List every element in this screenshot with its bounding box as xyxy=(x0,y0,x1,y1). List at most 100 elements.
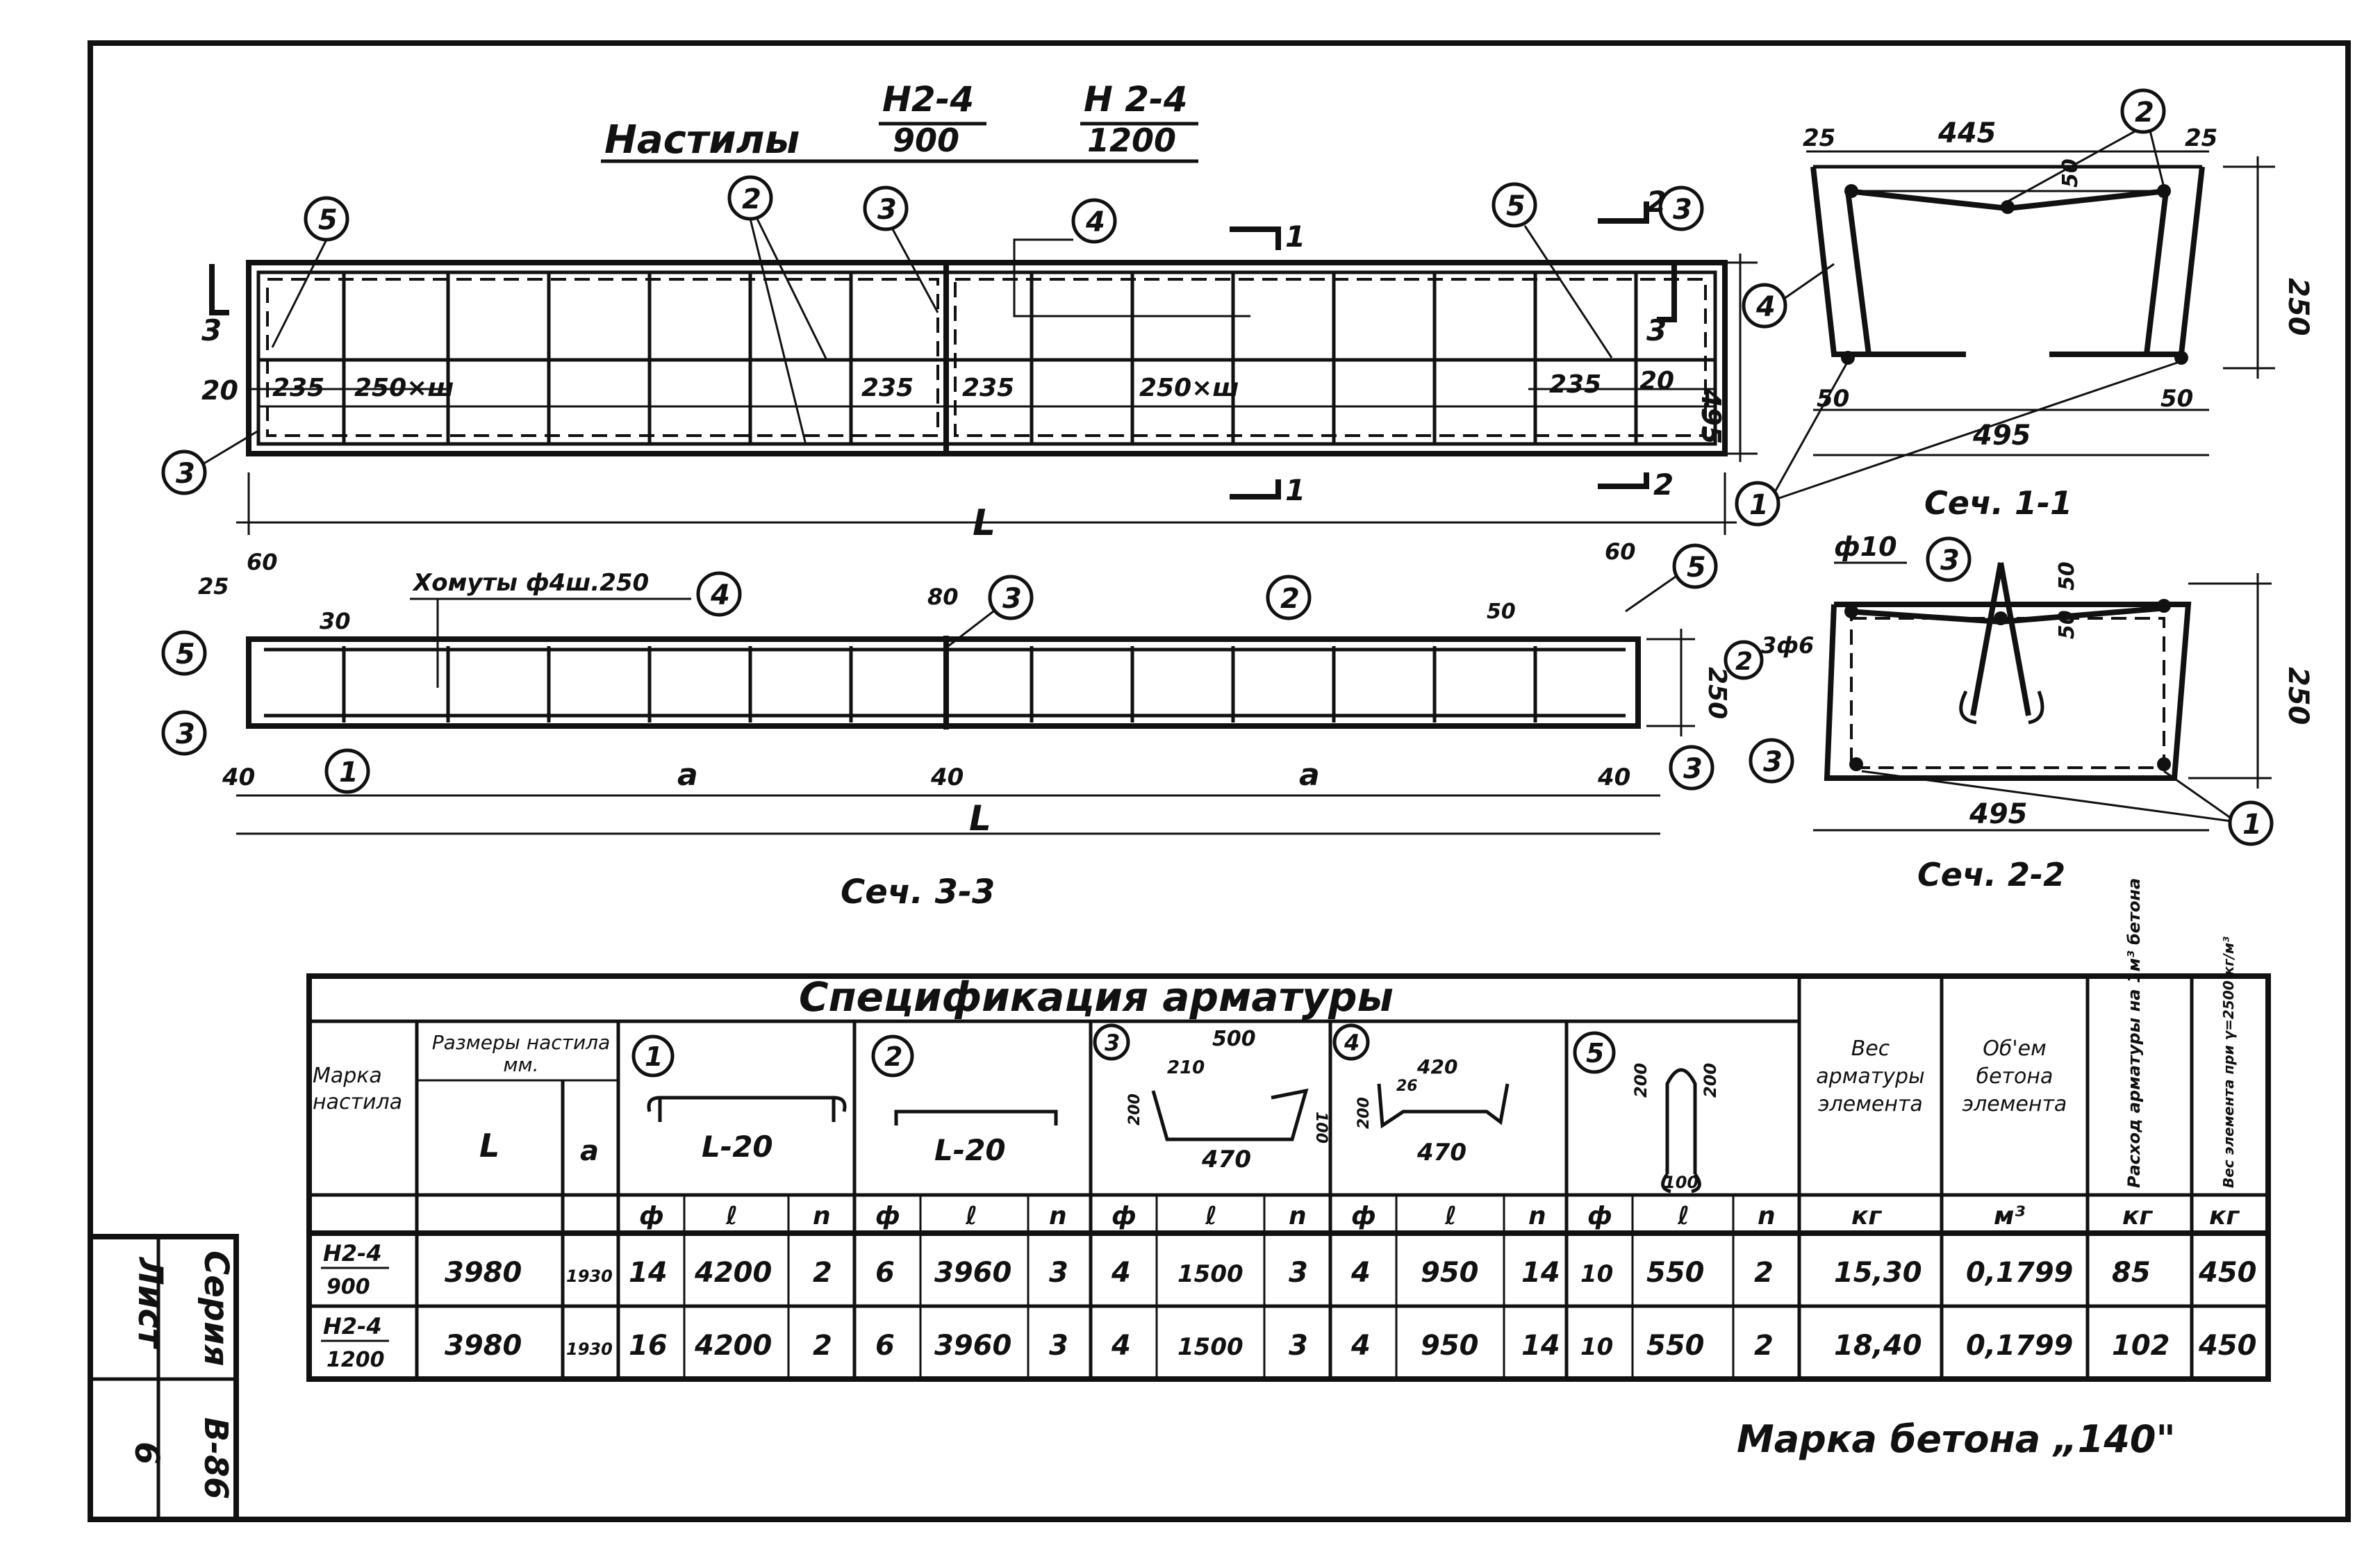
plan-callout-5b: 5 xyxy=(1506,190,1526,222)
row1-c13: 550 xyxy=(1646,1257,1705,1289)
row2-c5: 3 xyxy=(1049,1330,1068,1362)
s22-dim-3f6: 3ф6 xyxy=(1761,632,1814,659)
row1-c16: 0,1799 xyxy=(1966,1257,2073,1289)
row1-c8: 3 xyxy=(1289,1257,1308,1289)
elev-dim-60a: 60 xyxy=(247,549,278,575)
sub-m3: м³ xyxy=(1994,1202,2025,1230)
row1-c15: 15,30 xyxy=(1834,1257,1922,1289)
plan-callout-3c: 3 xyxy=(176,458,195,490)
row2-c10: 950 xyxy=(1421,1330,1479,1362)
row2-L: 3980 xyxy=(445,1330,522,1362)
row1-c6: 4 xyxy=(1111,1257,1131,1289)
plan-sec2-bottom: 2 xyxy=(1653,468,1674,502)
s11-dim-445: 445 xyxy=(1937,117,1997,149)
title-mark1-bottom: 900 xyxy=(893,122,959,159)
plan-dim-235c: 235 xyxy=(962,374,1014,402)
plan-callout-3b: 3 xyxy=(1673,194,1692,226)
table-title: Спецификация арматуры xyxy=(799,973,1394,1021)
hdr-volume: Об'ем бетона элемента xyxy=(1962,1037,2067,1116)
s11-caption: Сеч. 1-1 xyxy=(1924,484,2072,522)
row2-c0: 16 xyxy=(629,1330,668,1362)
s11-dim-250: 250 xyxy=(2282,278,2314,336)
row1-c18: 450 xyxy=(2198,1257,2257,1289)
plan-dim-20b: 20 xyxy=(1639,367,1674,395)
elev-callout-5b: 5 xyxy=(1687,552,1706,584)
stamp-series-label: Серия xyxy=(197,1251,235,1367)
row2-mark-top: Н2-4 xyxy=(323,1313,382,1339)
elev-dim-a2: a xyxy=(1299,757,1320,793)
sub-kg2: кг xyxy=(2122,1202,2153,1230)
elev-callout-1: 1 xyxy=(339,757,358,789)
sub-l4: ℓ xyxy=(1444,1202,1457,1230)
title-mark2-top: Н 2-4 xyxy=(1084,79,1188,119)
row2-mark-bottom: 1200 xyxy=(327,1348,385,1372)
row2-c3: 6 xyxy=(875,1330,895,1362)
elev-dim-60b: 60 xyxy=(1605,538,1636,565)
grp-2: 2 xyxy=(884,1041,902,1072)
elev-dim-25: 25 xyxy=(198,573,229,600)
grp-3: 3 xyxy=(1105,1030,1120,1056)
row1-c3: 6 xyxy=(875,1257,895,1289)
row1-c4: 3960 xyxy=(934,1257,1011,1289)
elev-callout-3c: 3 xyxy=(1683,753,1703,785)
row2-c17: 102 xyxy=(2112,1330,2170,1362)
row2-c12: 10 xyxy=(1580,1333,1613,1361)
hdr-dims: Размеры настила мм. xyxy=(432,1032,610,1076)
row1-c0: 14 xyxy=(629,1257,668,1289)
sub-l3: ℓ xyxy=(1205,1202,1217,1230)
s11-callout-2: 2 xyxy=(2135,97,2154,129)
row2-c15: 18,40 xyxy=(1834,1330,1922,1362)
plan-sec2-top: 2 xyxy=(1646,185,1667,219)
s22-dim-250: 250 xyxy=(2282,667,2314,725)
s22-callout-3b: 3 xyxy=(1763,746,1783,778)
stamp-series-value: В-86 xyxy=(197,1417,235,1499)
row1-L: 3980 xyxy=(445,1257,522,1289)
row1-a: 1930 xyxy=(566,1267,613,1286)
sub-f4: ф xyxy=(1351,1202,1376,1230)
plan-dim-235b: 235 xyxy=(861,374,914,402)
plan-sec1-top: 1 xyxy=(1285,220,1305,254)
sub-f1: ф xyxy=(639,1202,664,1230)
sub-n2: n xyxy=(1049,1202,1067,1230)
row1-c2: 2 xyxy=(813,1257,832,1289)
hdr-elem-weight: Вес элемента при γ=2500 кг/м³ xyxy=(2220,937,2237,1188)
plan-callout-4: 4 xyxy=(1085,206,1105,238)
hdr-a: a xyxy=(580,1135,599,1167)
elev-dim-250: 250 xyxy=(1703,667,1731,719)
row2-c11: 14 xyxy=(1521,1330,1560,1362)
grp-1: 1 xyxy=(645,1041,663,1072)
row1-mark-top: Н2-4 xyxy=(323,1240,382,1267)
s22-dim-f10: ф10 xyxy=(1834,531,1897,562)
sub-f5: ф xyxy=(1587,1202,1612,1230)
sketch5-200b: 200 xyxy=(1701,1063,1720,1098)
sub-l1: ℓ xyxy=(725,1202,738,1230)
elevation-view: 60 25 30 80 60 50 250 40 40 40 a a L Хом… xyxy=(161,538,1731,912)
s11-dim-495: 495 xyxy=(1972,420,2031,452)
elev-dim-30: 30 xyxy=(320,608,351,634)
sub-kg1: кг xyxy=(1851,1202,1882,1230)
sheet-frame xyxy=(88,40,2351,1522)
plan-dim-250b: 250×ш xyxy=(1139,374,1239,402)
elev-dim-50: 50 xyxy=(1487,600,1516,624)
s22-dim-50b: 50 xyxy=(2055,610,2079,639)
sketch4-26: 26 xyxy=(1396,1078,1418,1095)
row2-c1: 4200 xyxy=(694,1330,772,1362)
hdr-L: L xyxy=(479,1127,499,1164)
table-row: Н2-4 900 3980 1930 14 4200 2 6 3960 3 4 … xyxy=(321,1240,2257,1299)
sketch3-200: 200 xyxy=(1126,1094,1143,1125)
row2-c7: 1500 xyxy=(1177,1333,1243,1361)
elev-dim-40a: 40 xyxy=(222,764,255,791)
sketch2-label: L-20 xyxy=(934,1133,1006,1167)
row1-c12: 10 xyxy=(1580,1260,1613,1288)
row2-c6: 4 xyxy=(1111,1330,1131,1362)
plan-dim-495: 495 xyxy=(1696,388,1726,444)
concrete-note: Марка бетона „140" xyxy=(1737,1417,2176,1461)
row2-c14: 2 xyxy=(1754,1330,1774,1362)
grp-5: 5 xyxy=(1586,1038,1604,1069)
plan-sec3-right: 3 xyxy=(1646,313,1667,347)
row1-c17: 85 xyxy=(2112,1257,2151,1289)
elev-dim-80: 80 xyxy=(927,584,959,610)
sketch4-470: 470 xyxy=(1416,1139,1466,1166)
plan-view: 5 2 3 4 5 3 3 20 235 250×ш 235 235 250×ш… xyxy=(161,175,1758,544)
